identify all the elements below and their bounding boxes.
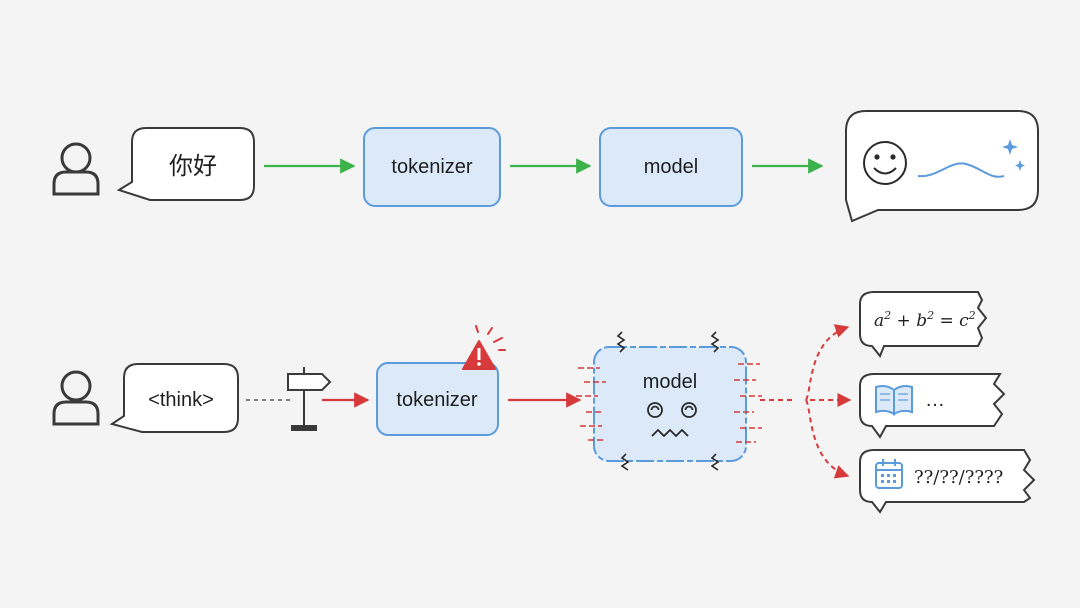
input-text-bottom: <think> xyxy=(148,389,214,411)
model-label-top: model xyxy=(644,156,698,178)
model-label-bottom: model xyxy=(643,371,697,393)
signpost-icon xyxy=(287,367,332,431)
input-bubble-bottom: <think> xyxy=(109,363,239,433)
dizzy-face-icon xyxy=(647,402,697,438)
zigzag-marks xyxy=(616,331,720,471)
output-bubble-top xyxy=(845,110,1039,223)
formula-text: a2 + b2 = c2 xyxy=(874,309,976,331)
sparkle-icon xyxy=(1002,139,1025,171)
calendar-dots xyxy=(881,474,896,483)
warning-icon xyxy=(462,325,506,370)
tokenizer-label-top: tokenizer xyxy=(391,156,472,178)
model-node-top: model xyxy=(599,127,743,207)
glitched-model-node: model xyxy=(576,331,762,471)
user-icon-top xyxy=(52,142,100,196)
tokenizer-label-bottom: tokenizer xyxy=(396,389,477,411)
smiley-face-icon xyxy=(863,141,907,185)
tokenizer-node-top: tokenizer xyxy=(363,127,501,207)
output-bubble-book: … xyxy=(859,373,1006,439)
tokenizer-node-bottom: tokenizer xyxy=(376,362,499,436)
wave-line-icon xyxy=(917,162,1005,178)
input-text-top: 你好 xyxy=(169,153,217,180)
branching-arrows xyxy=(760,324,852,479)
glitch-marks-left xyxy=(576,367,606,441)
output-bubble-formula: a2 + b2 = c2 xyxy=(859,291,988,358)
user-icon-bottom xyxy=(52,370,100,426)
calendar-icon xyxy=(875,459,903,489)
book-output-text: … xyxy=(925,389,945,411)
input-bubble-top: 你好 xyxy=(116,127,255,201)
glitch-marks-right xyxy=(734,363,762,443)
date-output-text: ??/??/???? xyxy=(914,467,1003,488)
output-bubble-date: ??/??/???? xyxy=(859,449,1036,514)
